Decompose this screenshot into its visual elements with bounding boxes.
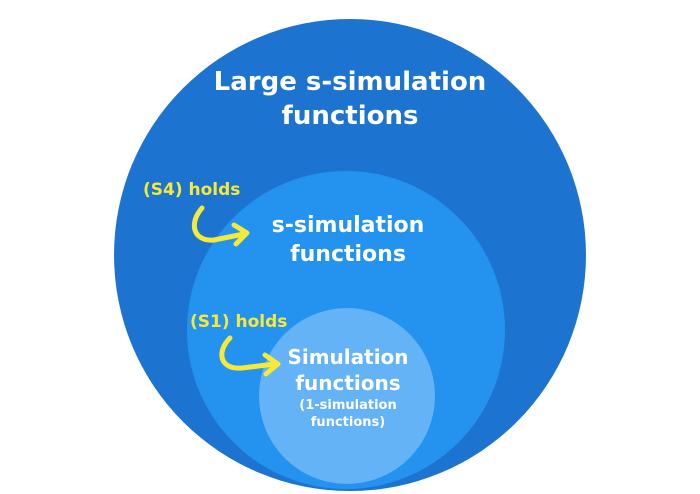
inner-label-line1: Simulation (287, 345, 409, 369)
s1-arrow-icon (219, 335, 278, 371)
middle-label-line2: functions (290, 241, 406, 267)
outer-label-line1: Large s-simulation (213, 67, 487, 97)
middle-label-line1: s-simulation (271, 213, 425, 238)
s1-arrowhead-icon (262, 352, 281, 377)
s1-holds-label: (S1) holds (190, 312, 288, 332)
inner-label-line3: (1-simulation (299, 398, 397, 413)
s4-arrowhead-icon (231, 222, 250, 247)
inner-label-line4: functions) (310, 414, 386, 430)
inner-circle-label: Simulation functions (1-simulation funct… (270, 344, 426, 432)
s4-holds-label: (S4) holds (143, 180, 241, 200)
outer-label-line2: functions (281, 100, 419, 131)
outer-circle-label: Large s-simulation functions (200, 66, 500, 134)
inner-circle (259, 308, 435, 484)
inner-label-line2: functions (295, 371, 401, 395)
middle-circle-label: s-simulation functions (240, 212, 456, 269)
s4-arrow-icon (191, 205, 247, 243)
